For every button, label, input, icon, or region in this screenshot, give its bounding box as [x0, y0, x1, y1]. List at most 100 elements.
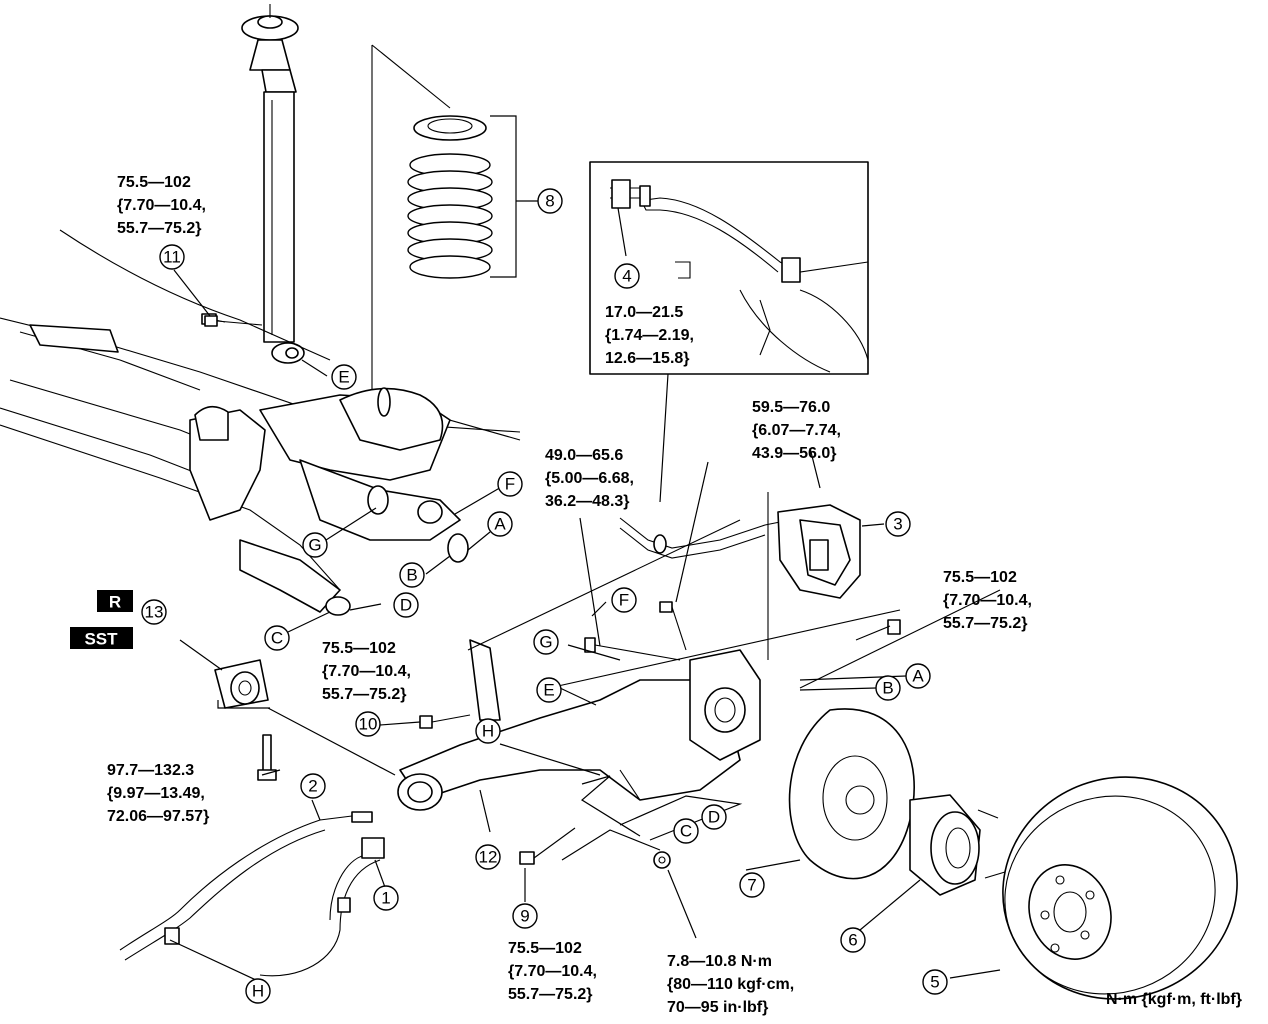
- torque-spec-4: 17.0—21.5 {1.74—2.19, 12.6—15.8}: [605, 304, 694, 367]
- letter-A-upper: A: [487, 511, 513, 537]
- callout-2: 2: [300, 773, 326, 799]
- svg-text:12: 12: [479, 848, 498, 867]
- svg-text:{7.70—10.4,: {7.70—10.4,: [508, 963, 597, 980]
- svg-text:A: A: [912, 667, 924, 686]
- svg-text:G: G: [308, 536, 321, 555]
- svg-text:B: B: [406, 566, 417, 585]
- torque-spec-10: 75.5—102 {7.70—10.4, 55.7—75.2}: [322, 640, 411, 703]
- svg-text:H: H: [482, 722, 494, 741]
- svg-text:59.5—76.0: 59.5—76.0: [752, 399, 830, 416]
- callout-8: 8: [537, 188, 563, 214]
- svg-text:55.7—75.2}: 55.7—75.2}: [322, 686, 407, 703]
- svg-text:10: 10: [359, 715, 378, 734]
- svg-text:7: 7: [747, 876, 756, 895]
- callout-11: 11: [159, 244, 185, 270]
- torque-spec-11: 75.5—102 {7.70—10.4, 55.7—75.2}: [117, 174, 206, 237]
- svg-text:SST: SST: [84, 630, 118, 649]
- svg-text:{80—110 kgf·cm,: {80—110 kgf·cm,: [667, 976, 794, 993]
- letter-B-upper: B: [399, 562, 425, 588]
- svg-text:E: E: [338, 368, 349, 387]
- brake-caliper: [767, 492, 885, 660]
- letter-F-upper: F: [497, 471, 523, 497]
- letter-A-lower: A: [905, 663, 931, 689]
- dust-shield: [788, 708, 915, 880]
- callout-12: 12: [475, 844, 501, 870]
- leader-lines: [169, 269, 1001, 981]
- callout-1: 1: [373, 885, 399, 911]
- svg-text:{1.74—2.19,: {1.74—2.19,: [605, 327, 694, 344]
- letter-E-upper: E: [331, 364, 357, 390]
- letter-H-upper: H: [475, 718, 501, 744]
- stabilizer-bar: [619, 517, 781, 559]
- svg-text:8: 8: [545, 192, 554, 211]
- letter-D-upper: D: [393, 592, 419, 618]
- svg-text:F: F: [505, 475, 515, 494]
- units-label: N·m {kgf·m, ft·lbf}: [1106, 991, 1242, 1008]
- svg-text:55.7—75.2}: 55.7—75.2}: [508, 986, 593, 1003]
- svg-text:7.8—10.8 N·m: 7.8—10.8 N·m: [667, 953, 772, 970]
- svg-text:75.5—102: 75.5—102: [322, 640, 396, 657]
- letter-E-lower: E: [536, 677, 562, 703]
- letter-H-lower: H: [245, 978, 271, 1004]
- callout-10: 10: [355, 711, 381, 737]
- letter-G-lower: G: [533, 629, 559, 655]
- svg-text:D: D: [400, 596, 412, 615]
- svg-text:R: R: [109, 593, 121, 612]
- svg-text:43.9—56.0}: 43.9—56.0}: [752, 445, 837, 462]
- torque-spec-stabilizer: 49.0—65.6 {5.00—6.68, 36.2—48.3}: [545, 447, 634, 510]
- callout-5: 5: [922, 969, 948, 995]
- svg-text:B: B: [882, 679, 893, 698]
- callout-4: 4: [614, 263, 640, 289]
- svg-text:70—95 in·lbf}: 70—95 in·lbf}: [667, 999, 768, 1016]
- svg-text:75.5—102: 75.5—102: [117, 174, 191, 191]
- shock-absorber: [241, 4, 305, 364]
- svg-text:17.0—21.5: 17.0—21.5: [605, 304, 683, 321]
- svg-text:{7.70—10.4,: {7.70—10.4,: [322, 663, 411, 680]
- svg-text:C: C: [680, 822, 692, 841]
- svg-text:49.0—65.6: 49.0—65.6: [545, 447, 623, 464]
- svg-text:2: 2: [308, 777, 317, 796]
- svg-text:55.7—75.2}: 55.7—75.2}: [943, 615, 1028, 632]
- svg-text:{9.97—13.49,: {9.97—13.49,: [107, 785, 205, 802]
- coil-spring-assembly: [371, 44, 538, 441]
- svg-text:3: 3: [893, 515, 902, 534]
- svg-text:72.06—97.57}: 72.06—97.57}: [107, 808, 209, 825]
- svg-text:{7.70—10.4,: {7.70—10.4,: [943, 592, 1032, 609]
- letter-C-upper: C: [264, 625, 290, 651]
- svg-text:9: 9: [520, 907, 529, 926]
- svg-text:36.2—48.3}: 36.2—48.3}: [545, 493, 630, 510]
- callout-7: 7: [739, 872, 765, 898]
- callout-3: 3: [885, 511, 911, 537]
- letter-C-lower: C: [673, 818, 699, 844]
- svg-text:C: C: [271, 629, 283, 648]
- svg-text:11: 11: [163, 248, 181, 267]
- svg-text:1: 1: [381, 889, 390, 908]
- svg-text:75.5—102: 75.5—102: [943, 569, 1017, 586]
- brake-rotor: [1002, 776, 1238, 1000]
- r-tag: R: [97, 590, 133, 612]
- callout-13: 13: [141, 599, 167, 625]
- svg-text:{5.00—6.68,: {5.00—6.68,: [545, 470, 634, 487]
- svg-text:6: 6: [848, 931, 857, 950]
- torque-spec-9: 75.5—102 {7.70—10.4, 55.7—75.2}: [508, 940, 597, 1003]
- torque-spec-nut: 7.8—10.8 N·m {80—110 kgf·cm, 70—95 in·lb…: [667, 953, 794, 1016]
- svg-text:97.7—132.3: 97.7—132.3: [107, 762, 194, 779]
- svg-text:F: F: [619, 591, 629, 610]
- trailing-arm: [397, 519, 1001, 811]
- svg-text:{6.07—7.74,: {6.07—7.74,: [752, 422, 841, 439]
- callout-9: 9: [512, 903, 538, 929]
- torque-spec-caliper: 59.5—76.0 {6.07—7.74, 43.9—56.0}: [752, 399, 841, 462]
- wheel-hub: [909, 794, 1006, 896]
- svg-text:12.6—15.8}: 12.6—15.8}: [605, 350, 690, 367]
- letter-G-upper: G: [302, 532, 328, 558]
- letter-D-lower: D: [701, 804, 727, 830]
- torque-spec-right: 75.5—102 {7.70—10.4, 55.7—75.2}: [943, 569, 1032, 632]
- abs-sensor-harness: [119, 811, 385, 977]
- callout-6: 6: [840, 927, 866, 953]
- svg-text:E: E: [543, 681, 554, 700]
- svg-text:75.5—102: 75.5—102: [508, 940, 582, 957]
- svg-text:D: D: [708, 808, 720, 827]
- svg-text:55.7—75.2}: 55.7—75.2}: [117, 220, 202, 237]
- svg-text:A: A: [494, 515, 506, 534]
